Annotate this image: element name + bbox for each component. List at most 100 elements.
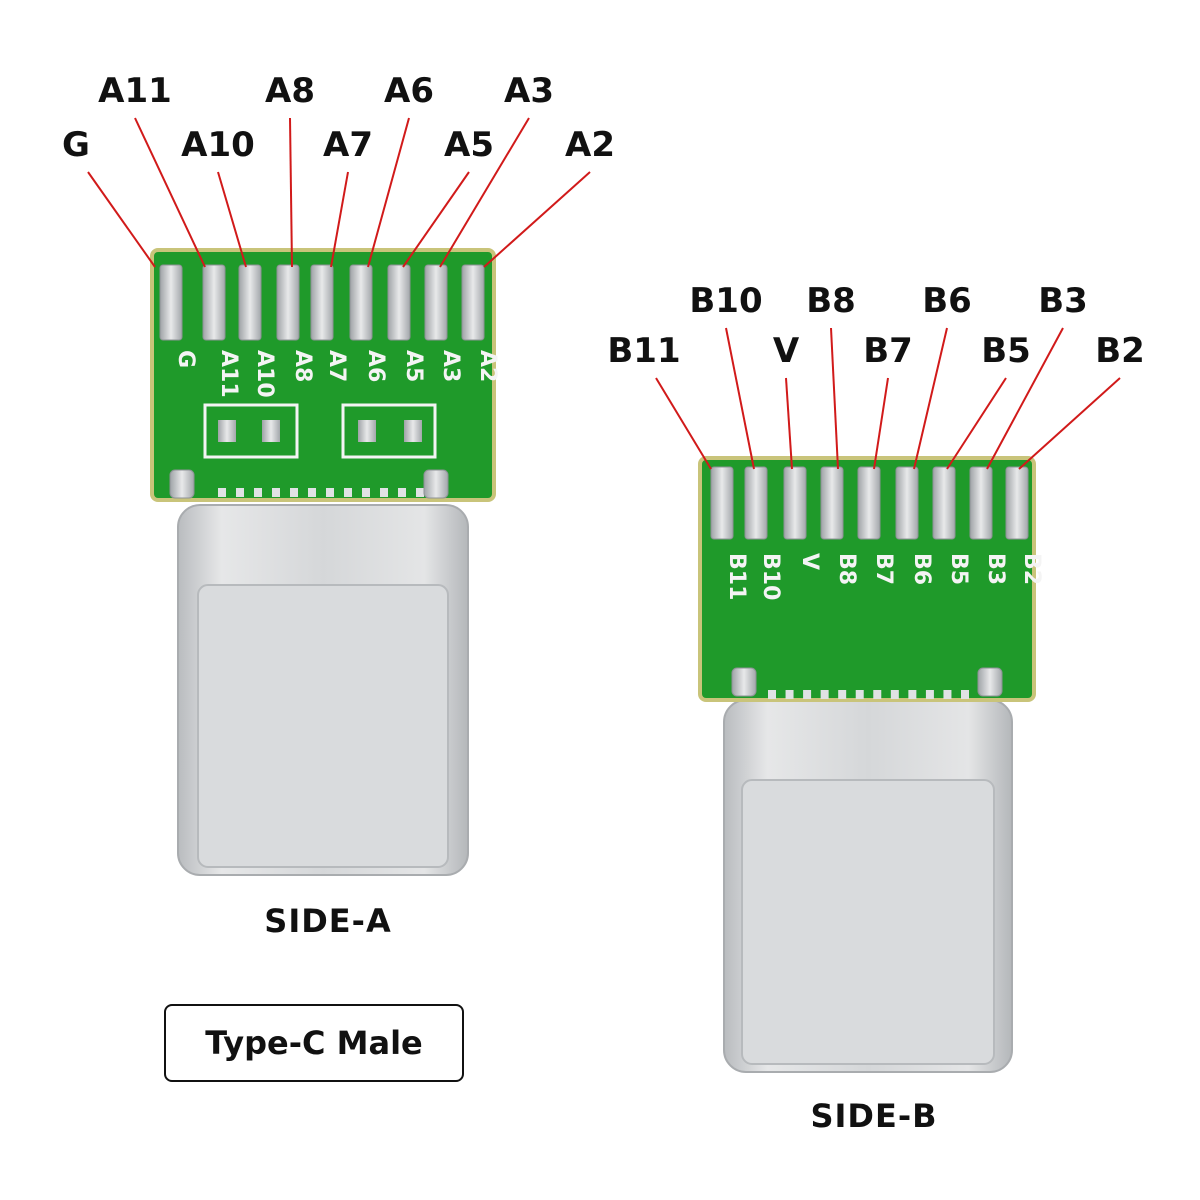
leader-line-b7 — [873, 377, 889, 470]
solder-pad-a10 — [238, 264, 262, 341]
contact-pad — [803, 690, 812, 699]
side-b-caption: SIDE-B — [810, 1097, 938, 1135]
side-a-mini-pad — [404, 420, 422, 442]
contact-pad — [785, 690, 794, 699]
leader-line-b11 — [655, 377, 712, 470]
contact-pad — [768, 690, 776, 699]
solder-pad-a3 — [424, 264, 448, 341]
leader-line-g — [87, 171, 156, 268]
silkscreen-a3: A3 — [438, 350, 463, 382]
silkscreen-v: V — [797, 553, 822, 570]
mounting-tab — [169, 469, 195, 499]
contact-pad — [254, 488, 262, 497]
leader-line-b6 — [913, 327, 948, 470]
pin-label-b8: B8 — [806, 281, 856, 321]
solder-pad-g — [159, 264, 183, 341]
leader-line-v — [785, 377, 793, 470]
contact-pad — [961, 690, 969, 699]
leader-line-a8 — [289, 117, 293, 268]
leader-line-a11 — [134, 117, 206, 268]
silkscreen-b6: B6 — [909, 553, 934, 585]
pin-label-b7: B7 — [863, 331, 913, 371]
pin-label-g: G — [62, 125, 90, 165]
side-a-mini-pad — [358, 420, 376, 442]
pin-label-b11: B11 — [607, 331, 680, 371]
mounting-tab — [731, 667, 757, 697]
pin-label-b5: B5 — [981, 331, 1031, 371]
contact-pad — [380, 488, 388, 497]
contact-pad — [326, 488, 334, 497]
contact-pad — [272, 488, 280, 497]
contact-pad — [855, 690, 864, 699]
contact-pad — [362, 488, 370, 497]
leader-line-b3 — [986, 327, 1064, 470]
solder-pad-a7 — [310, 264, 334, 341]
solder-pad-v — [783, 466, 807, 540]
side-a-footprint-right — [341, 403, 437, 459]
contact-pad — [838, 690, 847, 699]
contact-pad — [308, 488, 316, 497]
contact-pad — [236, 488, 244, 497]
pin-label-a10: A10 — [181, 125, 255, 165]
contact-pad — [344, 488, 352, 497]
silkscreen-a11: A11 — [216, 350, 241, 398]
solder-pad-b3 — [969, 466, 993, 540]
solder-pad-a5 — [387, 264, 411, 341]
contact-pad — [218, 488, 226, 497]
mounting-tab — [423, 469, 449, 499]
solder-pad-b6 — [895, 466, 919, 540]
contact-pad — [873, 690, 882, 699]
side-a-shell-front — [197, 584, 449, 868]
side-a-mini-pad — [218, 420, 236, 442]
contact-pad — [820, 690, 829, 699]
silkscreen-a7: A7 — [324, 350, 349, 382]
type-label-box: Type-C Male — [164, 1004, 464, 1082]
side-a-caption: SIDE-A — [264, 902, 392, 940]
side-a-mini-pad — [262, 420, 280, 442]
solder-pad-a6 — [349, 264, 373, 341]
pin-label-a6: A6 — [384, 71, 434, 111]
solder-pad-b7 — [857, 466, 881, 540]
pin-label-a7: A7 — [323, 125, 373, 165]
silkscreen-b8: B8 — [834, 553, 859, 585]
silkscreen-a6: A6 — [363, 350, 388, 382]
contact-pad — [925, 690, 934, 699]
mounting-tab — [977, 667, 1003, 697]
contact-pad — [890, 690, 899, 699]
silkscreen-b7: B7 — [871, 553, 896, 585]
solder-pad-b11 — [710, 466, 734, 540]
solder-pad-b10 — [744, 466, 768, 540]
leader-line-a3 — [439, 117, 530, 268]
leader-line-a5 — [402, 171, 470, 268]
silkscreen-b10: B10 — [758, 553, 783, 600]
contact-pad — [290, 488, 298, 497]
side-a-footprint-left — [203, 403, 299, 459]
pin-label-a11: A11 — [98, 71, 172, 111]
solder-pad-b5 — [932, 466, 956, 540]
leader-line-b5 — [946, 377, 1007, 470]
leader-line-a7 — [330, 171, 349, 268]
solder-pad-b2 — [1005, 466, 1029, 540]
silkscreen-b2: B2 — [1019, 553, 1044, 585]
pin-label-b3: B3 — [1038, 281, 1088, 321]
contact-pad — [908, 690, 917, 699]
silkscreen-b3: B3 — [983, 553, 1008, 585]
leader-line-b8 — [830, 327, 839, 470]
solder-pad-a11 — [202, 264, 226, 341]
pin-label-b6: B6 — [922, 281, 972, 321]
pin-label-a2: A2 — [565, 125, 615, 165]
pin-label-a5: A5 — [444, 125, 494, 165]
silkscreen-b5: B5 — [946, 553, 971, 585]
contact-pad — [943, 690, 952, 699]
silkscreen-a8: A8 — [290, 350, 315, 382]
contact-pad — [416, 488, 424, 497]
pin-label-a3: A3 — [504, 71, 554, 111]
leader-line-a2 — [483, 171, 591, 268]
type-label: Type-C Male — [205, 1024, 423, 1062]
silkscreen-a10: A10 — [252, 350, 277, 398]
solder-pad-b8 — [820, 466, 844, 540]
silkscreen-a2: A2 — [475, 350, 500, 382]
